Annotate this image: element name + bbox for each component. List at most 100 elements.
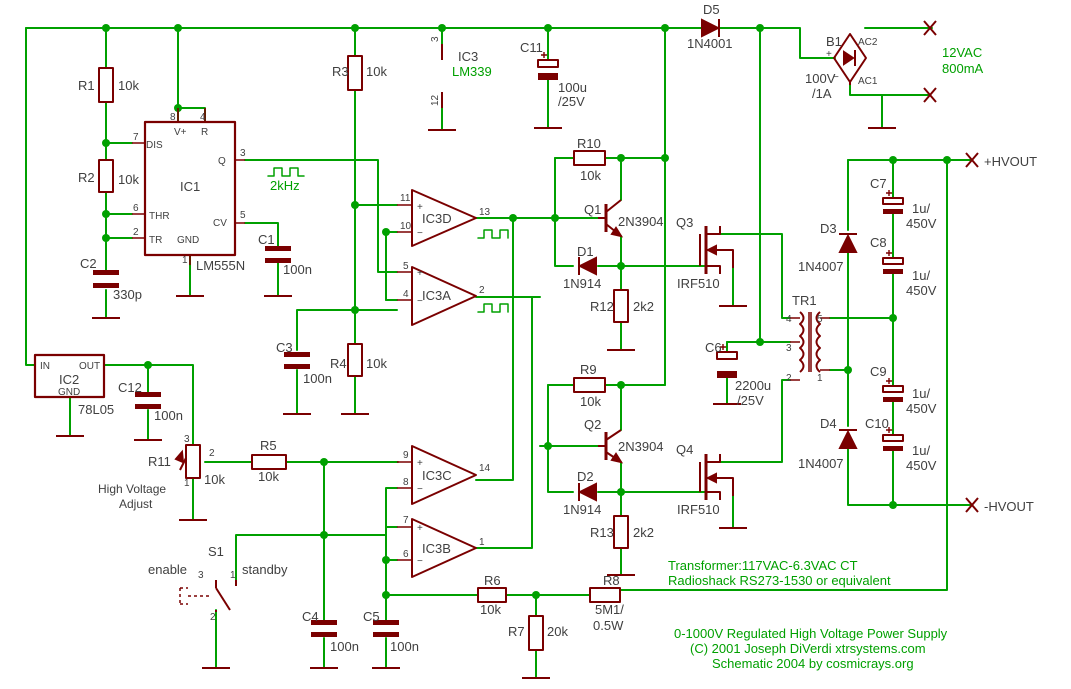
ic3c-pin-14: 14 xyxy=(479,463,491,474)
q1-ref: Q1 xyxy=(584,202,601,217)
r11-body xyxy=(185,444,201,479)
capacitors xyxy=(93,52,904,637)
r12-body xyxy=(613,289,629,323)
ic1-ref: IC1 xyxy=(180,179,200,194)
c6-ref: C6 xyxy=(705,340,722,355)
r3-ref: R3 xyxy=(332,64,349,79)
title-line3: Schematic 2004 by cosmicrays.org xyxy=(712,656,914,671)
svg-text:+: + xyxy=(417,202,423,213)
resistors xyxy=(98,55,629,651)
ic3c-body xyxy=(411,445,477,505)
r10-body xyxy=(573,150,606,166)
hvout-pos-label: +HVOUT xyxy=(984,154,1037,169)
ic3a-pin-2: 2 xyxy=(479,285,485,296)
ic1-pin-4: 4 xyxy=(200,112,206,123)
r12-value: 2k2 xyxy=(633,299,654,314)
c6-value2: /25V xyxy=(737,393,764,408)
ic3a-pin-4: 4 xyxy=(403,289,409,300)
terminal-marks xyxy=(923,20,979,513)
q4-value: IRF510 xyxy=(677,502,720,517)
r11-value: 10k xyxy=(204,472,225,487)
transformer xyxy=(790,311,830,381)
component-labels: R1 10k R2 10k R3 10k R4 10k R5 10k R6 10… xyxy=(78,2,937,654)
svg-text:+: + xyxy=(417,523,423,534)
r2-value: 10k xyxy=(118,172,139,187)
r8-ref: R8 xyxy=(603,573,620,588)
ic3d-pin-13: 13 xyxy=(479,207,491,218)
q1-value: 2N3904 xyxy=(618,214,664,229)
q4-ref: Q4 xyxy=(676,442,693,457)
ic1-pin-gnd-label: GND xyxy=(177,235,199,246)
ic1-part: LM555N xyxy=(196,258,245,273)
r2-body xyxy=(98,159,114,193)
c8-ref: C8 xyxy=(870,235,887,250)
r1-ref: R1 xyxy=(78,78,95,93)
ic3a-ref: IC3A xyxy=(422,288,451,303)
svg-text:+: + xyxy=(417,458,423,469)
ic1-555 xyxy=(132,108,245,265)
d4-ref: D4 xyxy=(820,416,837,431)
r9-value: 10k xyxy=(580,394,601,409)
r10-value: 10k xyxy=(580,168,601,183)
ic1-pin-thr-label: THR xyxy=(149,211,170,222)
r5-body xyxy=(251,454,287,470)
adjust-label-line1: High Voltage xyxy=(98,482,166,496)
c11-value2: /25V xyxy=(558,94,585,109)
d2-ref: D2 xyxy=(577,469,594,484)
b1-value2: /1A xyxy=(812,86,832,101)
ground-symbols xyxy=(56,127,896,679)
supply-label-line1: 12VAC xyxy=(942,45,982,60)
ic1-pin-7: 7 xyxy=(133,132,139,143)
q3-ref: Q3 xyxy=(676,215,693,230)
r7-body xyxy=(528,615,544,651)
r11-ref: R11 xyxy=(148,454,171,469)
ic3a-pin-5: 5 xyxy=(403,261,409,272)
ic3b-ref: IC3B xyxy=(422,541,451,556)
hvout-neg-label: -HVOUT xyxy=(984,499,1034,514)
ic2-regulator xyxy=(33,353,106,399)
c10-value: 1u/ xyxy=(912,443,930,458)
r4-value: 10k xyxy=(366,356,387,371)
c2-ref: C2 xyxy=(80,256,97,271)
adjust-label-line2: Adjust xyxy=(119,497,153,511)
svg-text:+: + xyxy=(417,268,423,279)
transformer-note-line2: Radioshack RS273-1530 or equivalent xyxy=(668,573,891,588)
ic3-part: LM339 xyxy=(452,64,492,79)
q2-value: 2N3904 xyxy=(618,439,664,454)
r9-ref: R9 xyxy=(580,362,597,377)
annotations: 2kHz High Voltage Adjust 12VAC 800mA +HV… xyxy=(98,45,1037,671)
c8-value2: 450V xyxy=(906,283,937,298)
switch-s1 xyxy=(179,580,237,612)
tr1-pin-2: 2 xyxy=(786,373,792,384)
d5-value: 1N4001 xyxy=(687,36,733,51)
r7-ref: R7 xyxy=(508,624,525,639)
r2-ref: R2 xyxy=(78,170,95,185)
c5-ref: C5 xyxy=(363,609,380,624)
r9-body xyxy=(573,377,606,393)
r6-ref: R6 xyxy=(484,573,501,588)
ic3b-pin-6: 6 xyxy=(403,549,409,560)
r8-value2: 0.5W xyxy=(593,618,624,633)
ic2-part: 78L05 xyxy=(78,402,114,417)
ic2-gnd: GND xyxy=(58,387,80,398)
r3-value: 10k xyxy=(366,64,387,79)
ic1-pin-3: 3 xyxy=(240,148,246,159)
tr1-pin-3: 3 xyxy=(786,343,792,354)
c3-value: 100n xyxy=(303,371,332,386)
pulse-symbols xyxy=(267,167,509,313)
svg-text:−: − xyxy=(833,72,839,83)
ic2-in: IN xyxy=(40,361,50,372)
r11-pin-1: 1 xyxy=(184,478,190,489)
c7-value2: 450V xyxy=(906,216,937,231)
svg-text:−: − xyxy=(417,228,423,239)
r6-value: 10k xyxy=(480,602,501,617)
c12-ref: C12 xyxy=(118,380,142,395)
tr1-pin-1: 1 xyxy=(817,373,823,384)
r13-ref: R13 xyxy=(590,525,614,540)
ic1-pin-cv-label: CV xyxy=(213,218,227,229)
r4-body xyxy=(347,343,363,377)
junctions xyxy=(102,24,951,599)
d3-ref: D3 xyxy=(820,221,837,236)
d5-ref: D5 xyxy=(703,2,720,17)
